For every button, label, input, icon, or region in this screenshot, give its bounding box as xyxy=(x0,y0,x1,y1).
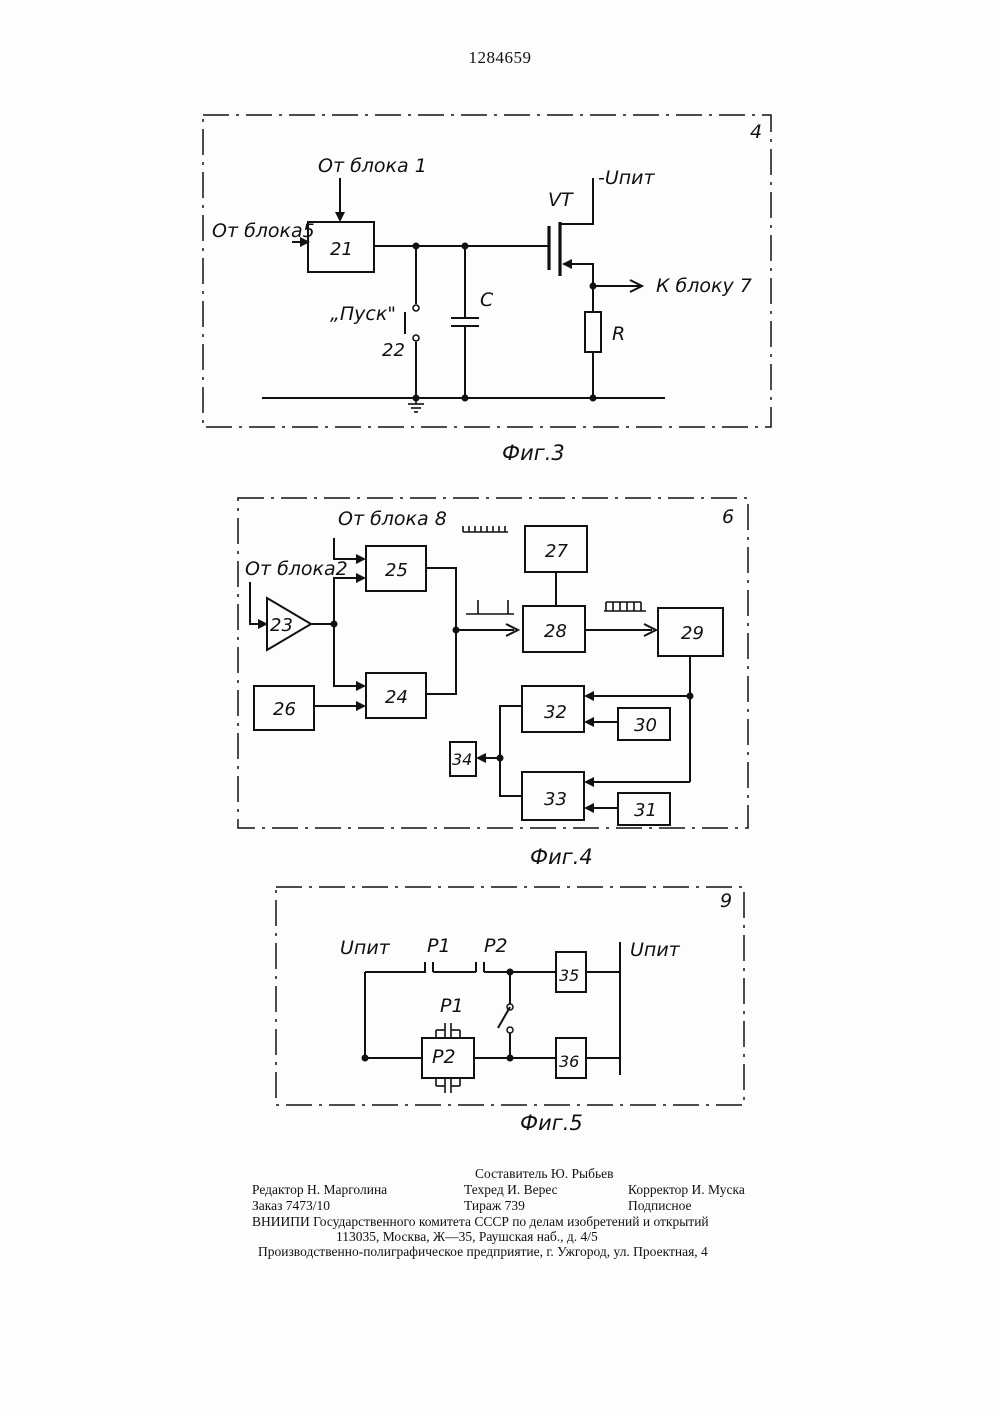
block-29-label: 29 xyxy=(681,623,704,644)
address: 113035, Москва, Ж—35, Раушская наб., д. … xyxy=(336,1229,598,1244)
printer: Производственно-полиграфическое предприя… xyxy=(258,1244,708,1259)
arrow-from-block-1 xyxy=(335,212,345,222)
label-capacitor: C xyxy=(480,289,494,311)
arrow-32-in-top xyxy=(584,691,594,701)
label-p2-relay: P2 xyxy=(432,1046,456,1068)
contact-p1-small xyxy=(436,1023,460,1038)
arrow-33-in-top xyxy=(584,777,594,787)
wire-amp-to-25 xyxy=(334,578,360,624)
block-27-label: 27 xyxy=(545,541,568,562)
block-23-label: 23 xyxy=(270,615,293,636)
pulse-train-output-symbol xyxy=(604,602,646,611)
label-supply-right: Uпит xyxy=(630,939,681,961)
junction-bottom xyxy=(507,1055,514,1062)
switch-contact-top xyxy=(413,305,419,311)
label-to-block-7: К блоку 7 xyxy=(656,275,752,297)
arrow-25-in-top xyxy=(356,554,366,564)
label-resistor: R xyxy=(612,323,625,345)
junction-left xyxy=(362,1055,369,1062)
label-supply: -Uпит xyxy=(598,167,656,189)
block-25-label: 25 xyxy=(385,560,408,581)
wire-top-left xyxy=(365,962,425,972)
arrow-24-in-bottom xyxy=(356,701,366,711)
figure-3-frame xyxy=(203,115,771,427)
figure-4-frame xyxy=(238,498,748,828)
arrow-25-in-bottom xyxy=(356,573,366,583)
junction-ground-resistor xyxy=(590,395,597,402)
label-start-button: „Пуск" xyxy=(330,303,396,325)
switch-lever xyxy=(498,1007,510,1028)
wire-32-33-to-34 xyxy=(500,706,522,796)
block-33-label: 33 xyxy=(544,789,567,810)
organization: ВНИИПИ Государственного комитета СССР по… xyxy=(252,1214,709,1229)
label-from-block-8: От блока 8 xyxy=(338,508,447,530)
block-26-label: 26 xyxy=(273,699,296,720)
techred: Техред И. Верес xyxy=(464,1182,558,1197)
wire-source xyxy=(564,264,593,286)
label-from-block-5: От блока5 xyxy=(212,220,315,242)
figure-4-block-diagram: 6 От блока 8 От блока2 23 25 24 26 xyxy=(0,490,1000,890)
circulation: Тираж 739 xyxy=(464,1198,525,1213)
switch-contact-bottom xyxy=(507,1027,513,1033)
arrow-source xyxy=(562,259,572,269)
figure-3-caption: Фиг.3 xyxy=(502,441,565,465)
contact-p2-bottom xyxy=(436,1078,460,1093)
corrector: Корректор И. Муска xyxy=(628,1182,745,1197)
block-21-label: 21 xyxy=(330,239,353,260)
resistor xyxy=(585,312,601,352)
block-35-label: 35 xyxy=(559,966,579,985)
label-supply-left: Uпит xyxy=(340,937,391,959)
block-24-label: 24 xyxy=(385,687,408,708)
block-28-label: 28 xyxy=(544,621,567,642)
label-transistor: VT xyxy=(548,189,574,211)
switch-contact-bottom xyxy=(413,335,419,341)
block-31-label: 31 xyxy=(634,800,657,821)
page-number: 1284659 xyxy=(0,48,1000,68)
figure-4-caption: Фиг.4 xyxy=(530,845,593,869)
label-p1-small: P1 xyxy=(440,995,464,1017)
arrow-24-in-top xyxy=(356,681,366,691)
figure-3-corner-number: 4 xyxy=(750,121,762,143)
figure-4-corner-number: 6 xyxy=(722,506,734,528)
arrow-33-in-bottom xyxy=(584,803,594,813)
label-p1-top: P1 xyxy=(427,935,451,957)
block-30-label: 30 xyxy=(634,715,657,736)
label-from-block-1: От блока 1 xyxy=(318,155,427,177)
junction-ground-capacitor xyxy=(462,395,469,402)
arrow-34-in xyxy=(476,753,486,763)
wire-amp-to-24 xyxy=(334,624,360,686)
label-from-block-2: От блока2 xyxy=(245,558,348,580)
figure-5-relay-schematic: 9 Uпит Uпит P1 P2 35 P2 P1 xyxy=(0,880,1000,1150)
figure-5-caption: Фиг.5 xyxy=(520,1111,583,1135)
label-button-22: 22 xyxy=(382,340,405,361)
block-34-label: 34 xyxy=(452,750,472,769)
order: Заказ 7473/10 xyxy=(252,1198,330,1213)
block-32-label: 32 xyxy=(544,702,567,723)
ground-icon xyxy=(408,398,424,412)
block-36-label: 36 xyxy=(559,1052,579,1071)
editor: Редактор Н. Марголина xyxy=(252,1182,387,1197)
pulse-train-symbol xyxy=(463,526,508,532)
label-p2-top: P2 xyxy=(484,935,508,957)
wire-from-block-2 xyxy=(250,582,262,624)
wire-or-bus xyxy=(426,568,456,694)
pulse-symbol xyxy=(466,600,514,614)
arrow-32-in-bottom xyxy=(584,717,594,727)
figure-5-corner-number: 9 xyxy=(720,890,732,912)
compiler: Составитель Ю. Рыбьев xyxy=(475,1166,614,1181)
subscription: Подписное xyxy=(628,1198,692,1213)
